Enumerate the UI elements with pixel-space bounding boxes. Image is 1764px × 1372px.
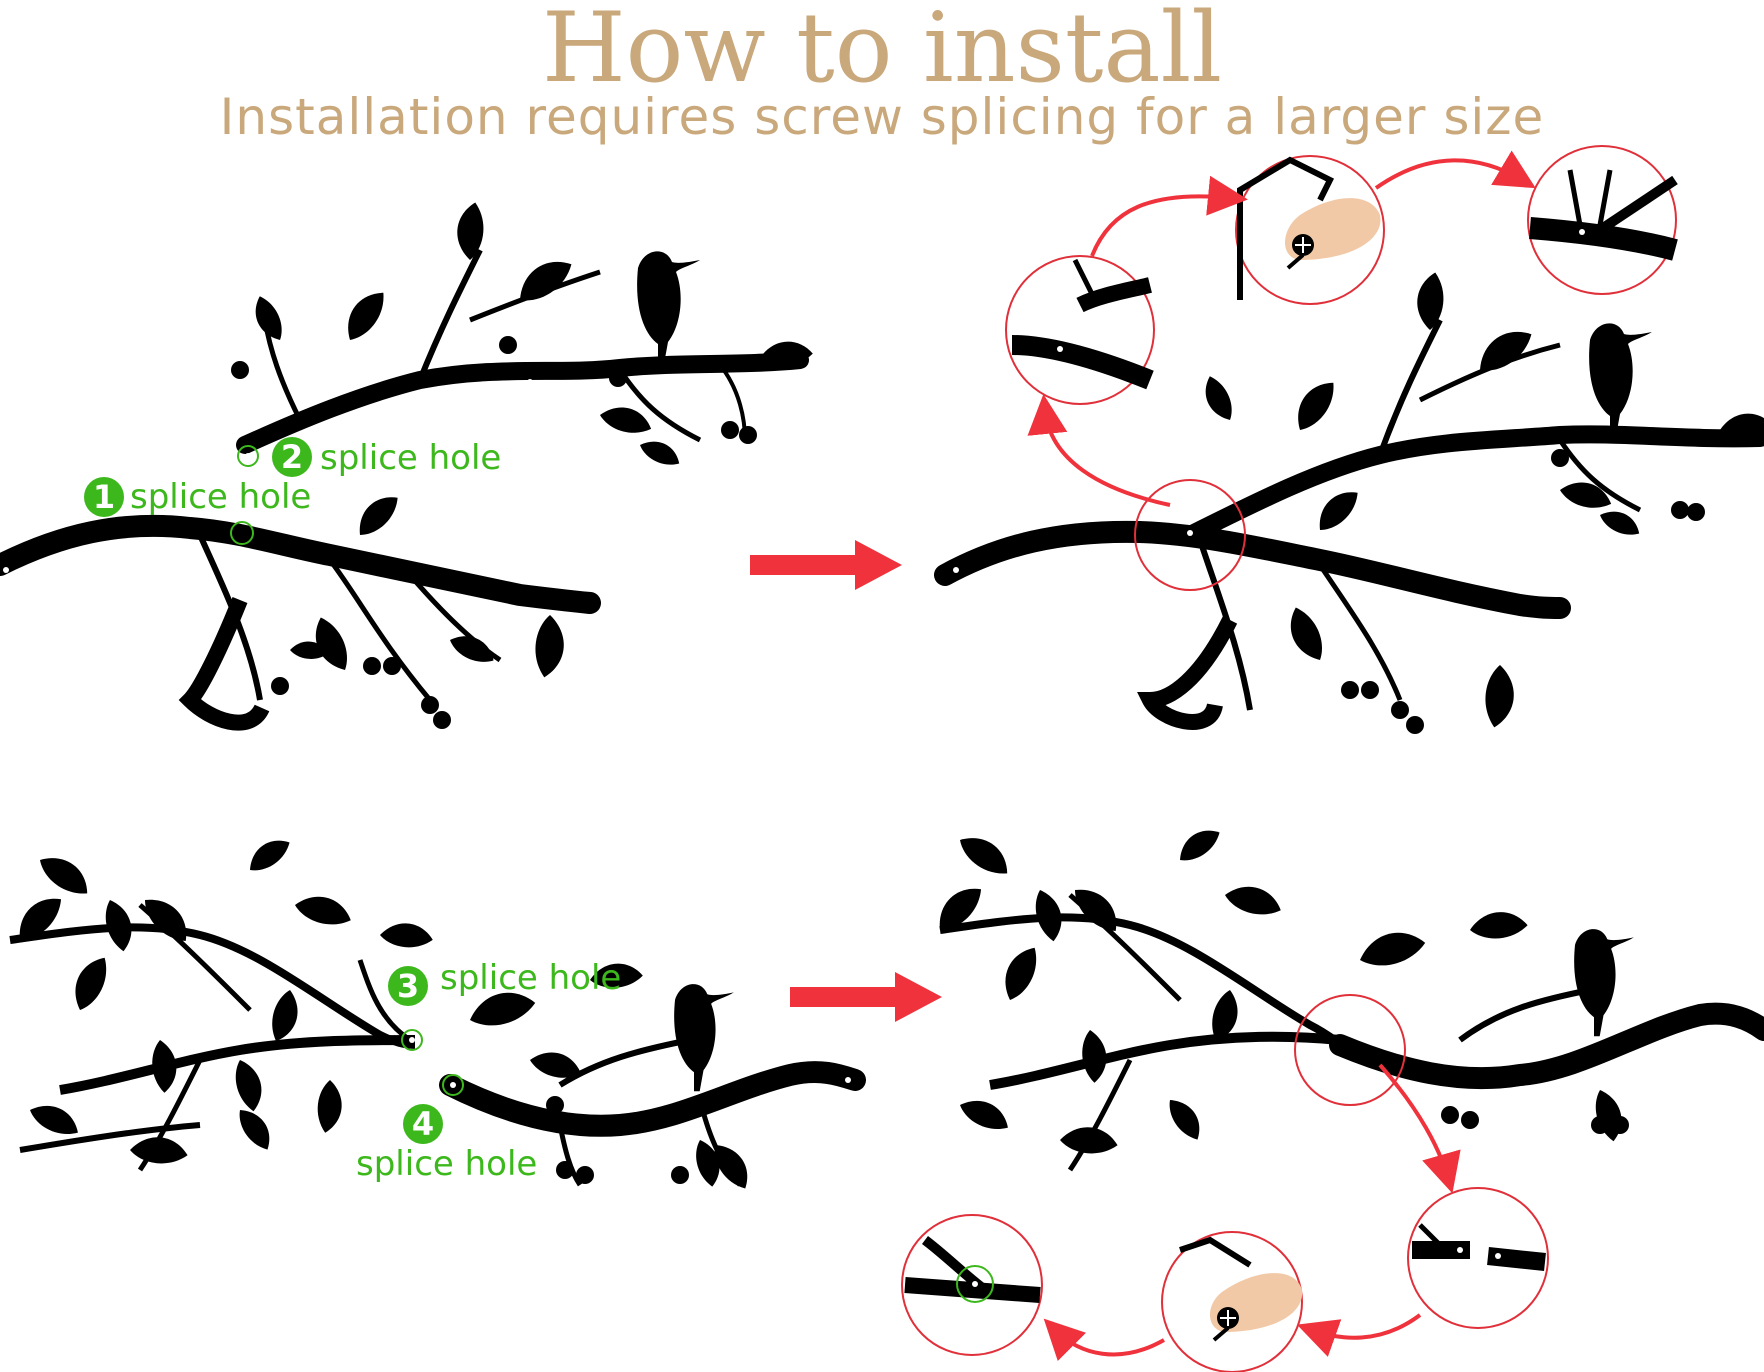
splice-hole-badge-3: 3 (388, 966, 428, 1006)
branch-silhouette-icon (0, 514, 601, 614)
splice-hole-badge-4: 4 (403, 1104, 443, 1144)
splice-hole-label-4: splice hole (356, 1144, 538, 1184)
page-title: How to install (541, 0, 1223, 104)
arrow-right-icon (750, 540, 902, 590)
splice-hole-label-1: splice hole (130, 477, 312, 517)
splice-hole-label-2: splice hole (320, 438, 502, 478)
top-left-branches (0, 200, 813, 731)
page-subtitle: Installation requires screw splicing for… (219, 88, 1545, 146)
splice-hole-label-3: splice hole (440, 958, 622, 998)
bottom-right-assembled (928, 823, 1764, 1172)
bird-silhouette-icon (637, 251, 700, 364)
top-right-assembled (934, 270, 1764, 734)
top-detail-steps (1005, 145, 1678, 507)
splice-hole-badge-2: 2 (272, 437, 312, 477)
bottom-detail-steps (901, 1063, 1549, 1372)
bottom-left-branches (8, 833, 866, 1195)
splice-hole-badge-1: 1 (84, 477, 124, 517)
